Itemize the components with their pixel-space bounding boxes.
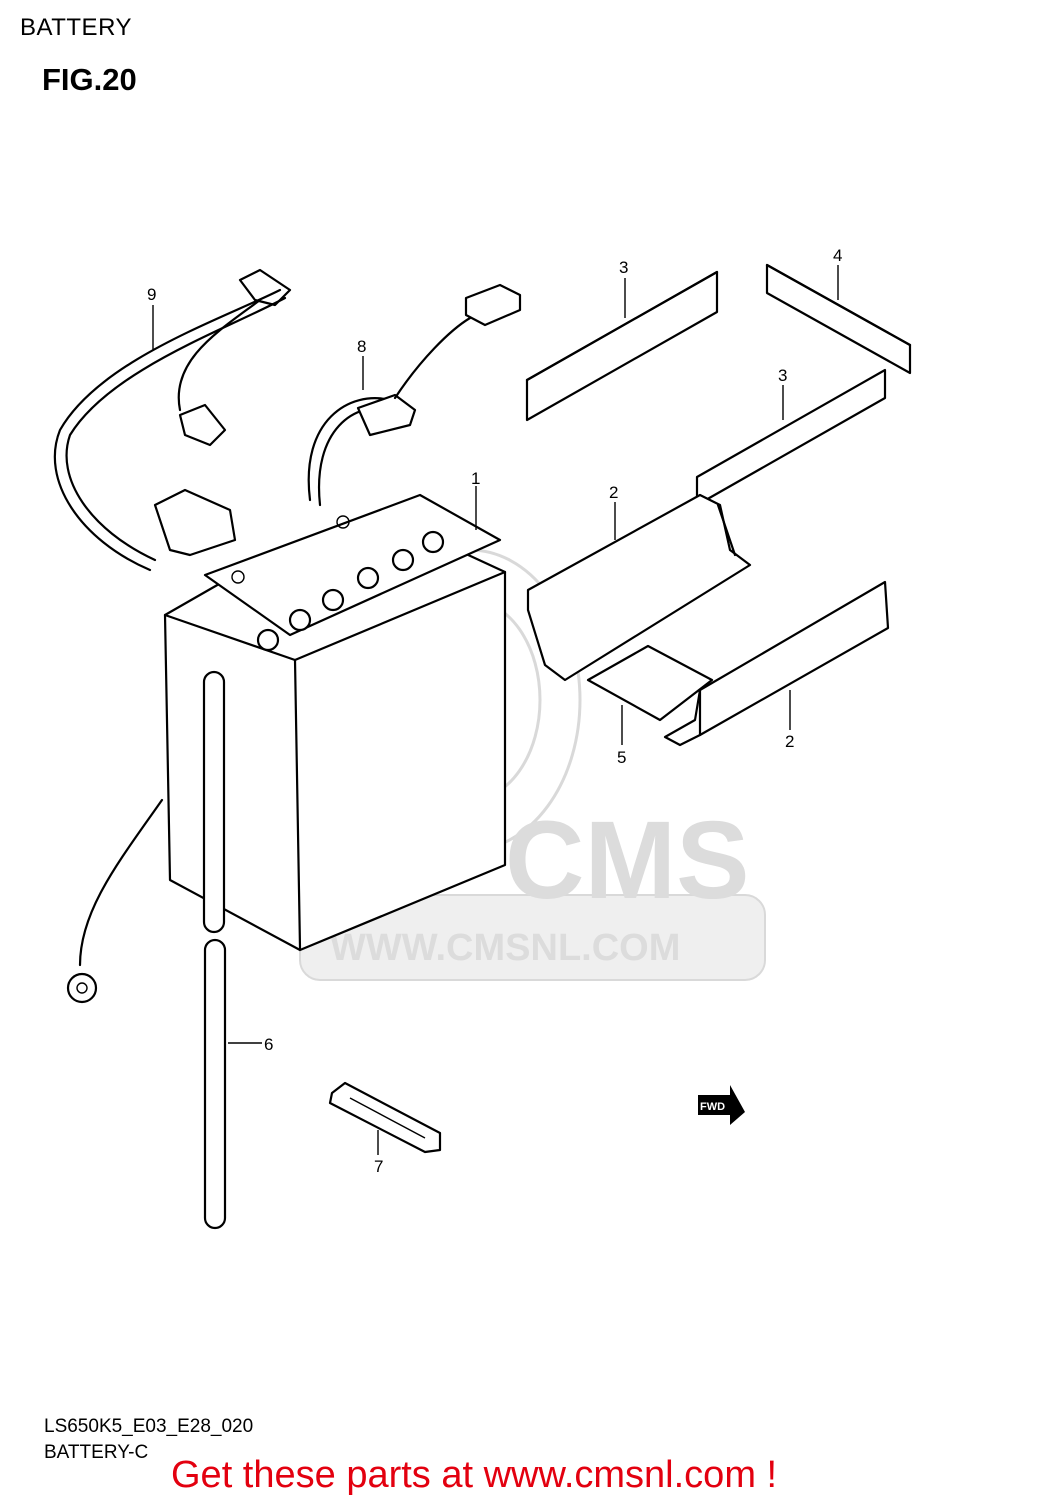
callout-9: 9	[147, 285, 156, 304]
part-2-bracket-lower[interactable]	[663, 580, 890, 747]
part-1-battery[interactable]	[163, 493, 507, 952]
part-2-bracket-upper[interactable]	[526, 493, 752, 682]
cmsnl-watermark: CMS WWW.CMSNL.COM	[299, 548, 766, 981]
callout-8: 8	[357, 337, 366, 356]
callout-5: 5	[617, 748, 626, 767]
part-9-cable[interactable]	[53, 268, 292, 572]
part-8-cable[interactable]	[307, 283, 522, 507]
figure-number: FIG.20	[42, 62, 137, 97]
callout-1: 1	[471, 469, 480, 488]
callout-2-lower: 2	[785, 732, 794, 751]
fwd-label: FWD	[700, 1101, 725, 1113]
part-7-plate[interactable]	[328, 1081, 442, 1154]
callout-2-upper: 2	[609, 483, 618, 502]
watermark-url: WWW.CMSNL.COM	[330, 927, 680, 969]
callout-3-upper: 3	[619, 258, 628, 277]
part-4-pad[interactable]	[765, 263, 912, 375]
callout-6: 6	[264, 1035, 273, 1054]
diagram-code: LS650K5_E03_E28_020	[44, 1416, 254, 1437]
callout-4: 4	[833, 246, 842, 265]
callout-leaders	[152, 265, 839, 1155]
callout-7: 7	[374, 1157, 383, 1176]
part-3-pad-lower[interactable]	[695, 368, 887, 507]
forward-arrow-icon: FWD	[698, 1085, 745, 1125]
section-title: BATTERY	[20, 14, 132, 41]
negative-lead[interactable]	[66, 798, 164, 1004]
part-6-tube[interactable]	[202, 670, 227, 1230]
part-3-pad-upper[interactable]	[525, 270, 719, 422]
diagram-variant: BATTERY-C	[44, 1442, 149, 1463]
cta-link[interactable]: Get these parts at www.cmsnl.com !	[171, 1454, 778, 1496]
callout-3-lower: 3	[778, 366, 787, 385]
watermark-logo: CMS	[505, 799, 749, 922]
part-5-pad[interactable]	[586, 644, 714, 722]
